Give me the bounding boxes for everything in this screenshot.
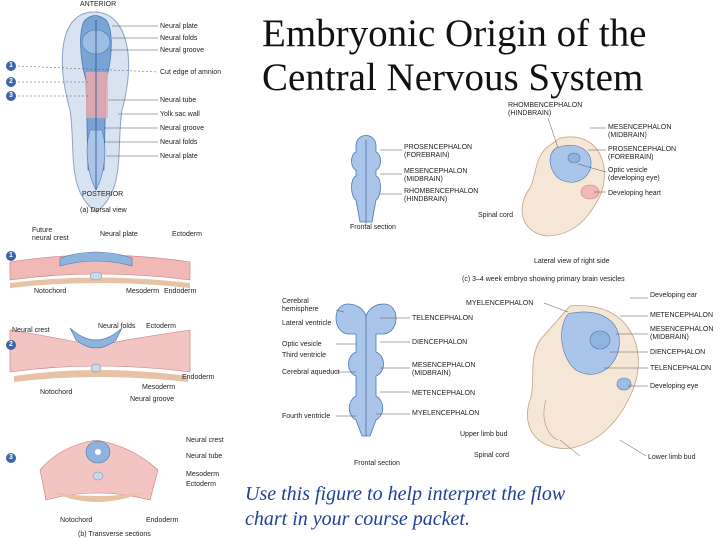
c-optic-vesicle: Optic vesicle(developing eye) xyxy=(608,167,660,183)
d-mesencephalon-right: MESENCEPHALON(MIDBRAIN) xyxy=(650,326,714,342)
section-1-drawing xyxy=(9,251,191,288)
a-label-yolk-sac-wall: Yolk sac wall xyxy=(160,111,200,118)
a-label-neural-folds-bottom: Neural folds xyxy=(160,139,198,146)
b3-notochord: Notochord xyxy=(60,517,93,524)
b2-mesoderm: Mesoderm xyxy=(142,384,176,391)
a-label-neural-groove-bottom: Neural groove xyxy=(160,125,204,132)
b2-notochord: Notochord xyxy=(40,389,73,396)
b3-endoderm: Endoderm xyxy=(146,517,179,524)
c-mesencephalon-right: MESENCEPHALON(MIDBRAIN) xyxy=(608,124,672,140)
c-developing-heart: Developing heart xyxy=(608,190,661,197)
c-prosencephalon-right: PROSENCEPHALON(FOREBRAIN) xyxy=(608,146,677,162)
a-label-neural-groove-top: Neural groove xyxy=(160,47,204,54)
b1-mesoderm: Mesoderm xyxy=(126,288,160,295)
section-2-drawing xyxy=(9,327,191,382)
a-label-neural-plate-bottom: Neural plate xyxy=(160,153,198,160)
b3-neural-tube: Neural tube xyxy=(186,453,223,460)
d-diencephalon-right: DIENCEPHALON xyxy=(650,349,706,356)
dorsal-view-embryo xyxy=(61,11,130,213)
b-step-3-marker: 3 xyxy=(6,453,16,463)
b1-neural-plate: Neural plate xyxy=(100,231,138,238)
d-optic-vesicle: Optic vesicle xyxy=(282,341,322,348)
posterior-label: POSTERIOR xyxy=(82,191,124,198)
d-telencephalon-right: TELENCEPHALON xyxy=(650,365,712,372)
slide-caption-line-2: chart in your course packet. xyxy=(245,508,470,530)
b-step-1-marker: 1 xyxy=(6,251,16,261)
d-telencephalon: TELENCEPHALON xyxy=(412,315,474,322)
slide-title-line-2: Central Nervous System xyxy=(262,56,644,99)
a-label-neural-plate-top: Neural plate xyxy=(160,23,198,30)
a-label-neural-tube: Neural tube xyxy=(160,97,197,104)
d-myelencephalon-top: MYELENCEPHALON xyxy=(466,300,534,307)
lateral-embryo-drawing-d xyxy=(527,305,639,449)
d-myelencephalon-bottom: MYELENCEPHALON xyxy=(412,410,480,417)
b-step-2-marker: 2 xyxy=(6,340,16,350)
c-prosencephalon: PROSENCEPHALON(FOREBRAIN) xyxy=(404,144,473,160)
d-mesencephalon: MESENCEPHALON(MIDBRAIN) xyxy=(412,362,476,378)
d-spinal-cord: Spinal cord xyxy=(474,452,510,459)
section-3-drawing xyxy=(39,439,159,502)
c-rhombencephalon-top: RHOMBENCEPHALON(HINDBRAIN) xyxy=(508,102,583,118)
b1-endoderm: Endoderm xyxy=(164,288,197,295)
d-metencephalon-right: METENCEPHALON xyxy=(650,312,714,319)
panel-b-caption: (b) Transverse sections xyxy=(78,531,151,538)
d-diencephalon: DIENCEPHALON xyxy=(412,339,468,346)
d-cerebral-aqueduct: Cerebral aqueduct xyxy=(282,369,340,376)
d-developing-eye: Developing eye xyxy=(650,383,699,390)
b2-neural-crest: Neural crest xyxy=(12,327,50,334)
slide-caption: Use this figure to help interpret the fl… xyxy=(245,482,665,532)
step-1-marker: 1 xyxy=(6,61,16,71)
slide-caption-line-1: Use this figure to help interpret the fl… xyxy=(245,483,566,505)
panel-a-caption: (a) Dorsal view xyxy=(80,207,127,214)
panel-c-caption: (c) 3–4 week embryo showing primary brai… xyxy=(462,276,625,283)
anterior-label: ANTERIOR xyxy=(80,1,117,8)
c-spinal-cord: Spinal cord xyxy=(478,212,514,219)
c-rhombencephalon-left: RHOMBENCEPHALON(HINDBRAIN) xyxy=(404,188,479,204)
step-2-marker: 2 xyxy=(6,77,16,87)
lateral-embryo-drawing-c xyxy=(521,136,605,237)
b2-neural-folds: Neural folds xyxy=(98,323,136,330)
d-metencephalon: METENCEPHALON xyxy=(412,390,476,397)
b2-neural-groove: Neural groove xyxy=(130,396,174,403)
b3-ectoderm: Ectoderm xyxy=(186,481,216,488)
primary-brain-vesicles-drawing xyxy=(351,135,381,223)
a-label-neural-folds-top: Neural folds xyxy=(160,35,198,42)
d-lateral-ventricle: Lateral ventricle xyxy=(282,320,332,327)
d-frontal-section: Frontal section xyxy=(354,460,400,467)
c-lateral-view: Lateral view of right side xyxy=(534,258,610,265)
d-upper-limb-bud: Upper limb bud xyxy=(460,431,508,438)
b3-mesoderm: Mesoderm xyxy=(186,471,220,478)
b1-ectoderm: Ectoderm xyxy=(172,231,202,238)
b2-endoderm: Endoderm xyxy=(182,374,215,381)
d-fourth-ventricle: Fourth ventricle xyxy=(282,413,331,420)
step-3-marker: 3 xyxy=(6,91,16,101)
c-mesencephalon-left: MESENCEPHALON(MIDBRAIN) xyxy=(404,168,468,184)
d-developing-ear: Developing ear xyxy=(650,292,698,299)
slide-title-line-1: Embryonic Origin of the xyxy=(262,12,647,55)
c-frontal-section: Frontal section xyxy=(350,224,396,231)
secondary-brain-vesicles-drawing xyxy=(335,303,397,437)
a-label-cut-edge-amnion: Cut edge of amnion xyxy=(160,69,222,76)
d-third-ventricle: Third ventricle xyxy=(282,352,326,359)
d-lower-limb-bud: Lower limb bud xyxy=(648,454,696,461)
slide-title: Embryonic Origin of the Central Nervous … xyxy=(262,12,682,100)
b2-ectoderm: Ectoderm xyxy=(146,323,176,330)
b1-notochord: Notochord xyxy=(34,288,67,295)
b3-neural-crest: Neural crest xyxy=(186,437,224,444)
b1-future-neural-crest: Future neural crest xyxy=(32,227,69,243)
